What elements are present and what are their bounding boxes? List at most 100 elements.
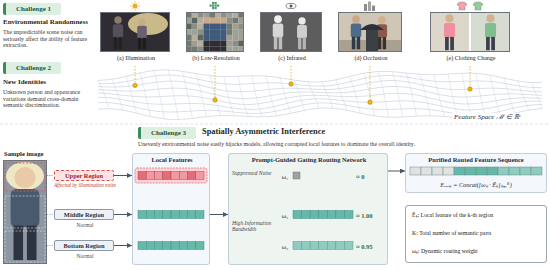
- space-label: Feature Space ℳ ∈ ℝᶜ: [452, 113, 522, 121]
- shirt-icon: [457, 2, 483, 10]
- feature-space-mesh: [518, 81, 529, 110]
- low-resolution-image: [221, 41, 227, 47]
- clothing-image: [445, 37, 449, 50]
- panel-fill: [228, 153, 388, 265]
- node-text: Suppressed Noise: [232, 170, 276, 176]
- low-resolution-image: [209, 29, 215, 35]
- routing-weight-bar: [336, 211, 345, 219]
- text-slot: Suppressed Noise: [232, 170, 276, 176]
- eye-icon: [286, 3, 296, 8]
- feature-space-mesh: [98, 81, 542, 92]
- pixel-icon: [210, 2, 220, 9]
- purified-sequence-bar: [410, 167, 421, 175]
- routing-weight-bar: [302, 211, 311, 219]
- sun-icon: [133, 4, 138, 9]
- low-resolution-image: [192, 29, 198, 35]
- text-slot: High Information Bandwidth: [232, 220, 276, 233]
- building-icon: [364, 2, 375, 12]
- node-text: Middle Region: [64, 211, 104, 218]
- node-text: (b) Low-Resolution: [175, 55, 257, 62]
- feature-space-mesh: [154, 71, 165, 119]
- region-leader: [47, 245, 53, 246]
- feature-point: [470, 66, 471, 87]
- eye-icon: [290, 5, 293, 8]
- node-text: Challenge 3: [151, 129, 186, 137]
- clothing-image: [430, 12, 510, 52]
- low-resolution-image: [232, 18, 238, 24]
- feature-space-mesh: [294, 80, 305, 110]
- feature-space-mesh: [266, 76, 277, 116]
- node-text: Sample image: [4, 150, 74, 158]
- infrared-image: [298, 17, 305, 24]
- feature-space-mesh: [434, 75, 445, 117]
- routing-weight-bar: [344, 211, 353, 219]
- local-feature-bar: [138, 172, 146, 180]
- purified-sequence-bar: [520, 167, 531, 175]
- sample-image-picture: [13, 226, 23, 261]
- clothing-image: [471, 12, 510, 52]
- occlusion-image: [338, 12, 402, 52]
- local-feature-bar: [146, 211, 154, 219]
- routing-weight-bar: [319, 242, 328, 250]
- building-icon: [372, 6, 375, 12]
- challenge-description: The unpredictable scene noise can seriou…: [3, 29, 95, 49]
- illumination-image: [128, 13, 168, 35]
- low-resolution-image: [203, 35, 209, 41]
- challenge-heading: Environmental Randomness: [3, 18, 95, 26]
- image-panel: (b) Low-Resolution: [186, 12, 244, 52]
- challenge-heading: Spatially Asymmetric Interference: [202, 127, 462, 137]
- illumination-image: [100, 12, 170, 52]
- challenge-heading: New Identities: [3, 78, 95, 86]
- panel-fill: [405, 153, 547, 193]
- low-resolution-image: [198, 23, 204, 29]
- feature-space-mesh: [364, 73, 375, 116]
- infrared-image: [260, 12, 322, 52]
- space-label: Feature Space ℳ ∈ ℝᶜ: [452, 105, 546, 123]
- feature-space-mesh: [98, 70, 542, 83]
- purified-sequence-bar: [443, 167, 454, 175]
- sample-image-picture: [6, 162, 44, 190]
- low-resolution-image: [215, 18, 221, 24]
- routing-weight-bar: [336, 242, 345, 250]
- routing-weight-bar: [327, 211, 336, 219]
- purified-sequence-bar: [421, 167, 432, 175]
- feature-point: [133, 66, 472, 104]
- routing-weight-bar: [293, 242, 302, 250]
- local-feature-bar: [138, 242, 146, 250]
- feature-space-mesh: [112, 79, 123, 110]
- text-slot: Normal: [55, 222, 115, 228]
- pixel-icon: [212, 5, 214, 7]
- region-leader: [47, 175, 53, 176]
- local-feature-bar: [155, 242, 163, 250]
- challenge-heading: Spatially Asymmetric Interference: [202, 127, 462, 137]
- sample-image-picture: [27, 226, 37, 261]
- clothing-image: [486, 14, 494, 22]
- illumination-image: [114, 37, 117, 49]
- local-feature-bar: [163, 172, 171, 180]
- feature-point: [368, 100, 372, 104]
- illumination-image: [137, 26, 147, 39]
- feature-space-mesh: [420, 74, 431, 115]
- text-slot: Prompt-Guided Gating Routing Network: [229, 156, 389, 163]
- feature-space-mesh: [378, 72, 389, 118]
- low-resolution-image: [192, 18, 198, 24]
- node-text: High Information Bandwidth: [232, 220, 276, 233]
- clothing-image: [444, 23, 455, 38]
- local-feature-bar: [179, 172, 187, 180]
- pixel-icon: [217, 5, 219, 7]
- text-slot: Ēₖ: Local feature of the k-th region: [412, 212, 544, 219]
- node-text: ≈ 0: [356, 173, 387, 180]
- feature-space-mesh: [168, 70, 179, 120]
- node-text: ω₁: [279, 173, 291, 180]
- node-text: ωₖ: Dynamic routing weight: [412, 248, 544, 255]
- text-slot: (d) Occlusion: [327, 55, 415, 62]
- local-feature-bar: [135, 168, 207, 250]
- low-resolution-image: [232, 35, 238, 41]
- node-text: Purified Routed Feature Sequence: [406, 156, 546, 163]
- low-resolution-image: [198, 41, 204, 47]
- routing-weight-bar: [310, 242, 319, 250]
- sample-image: Sample image: [3, 160, 47, 264]
- challenge-tag: Challenge 1: [3, 3, 61, 15]
- region-box: Middle RegionNormal: [54, 209, 114, 220]
